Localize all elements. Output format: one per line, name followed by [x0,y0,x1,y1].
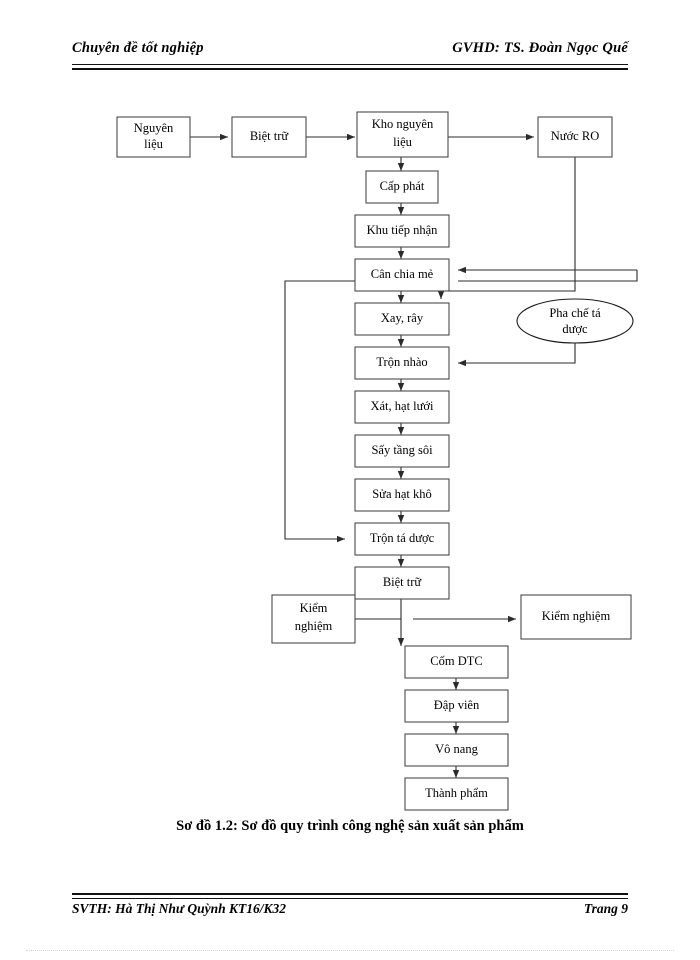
node-label: Trộn nhào [376,355,427,369]
node-label: Cốm DTC [430,654,482,668]
node-label: liệu [393,135,412,149]
header-divider [72,64,628,70]
node-tron-nhao[interactable]: Trộn nhào [354,346,450,380]
node-kiem-nghiem-right[interactable]: Kiểm nghiệm [520,594,632,640]
node-sua-hat-kho[interactable]: Sửa hạt khô [354,478,450,512]
node-label: Kiểm [300,601,328,615]
node-label: Sửa hạt khô [372,487,432,501]
node-label: Kho nguyên [372,117,434,131]
node-label: Cấp phát [380,179,425,193]
node-label: Biệt trữ [383,575,423,589]
footer-divider [72,893,628,899]
node-label: Kiểm nghiệm [542,609,611,623]
node-label: Nước RO [551,129,599,143]
process-flow-diagram: Nguyên liệu Biệt trữ Kho nguyên liệu Nướ… [0,95,700,815]
node-nuoc-ro[interactable]: Nước RO [537,116,613,158]
node-label: Pha chế tá [549,306,601,320]
node-com-dtc[interactable]: Cốm DTC [404,645,509,679]
node-label: Vô nang [435,742,478,756]
page-header: Chuyên đề tốt nghiệp GVHD: TS. Đoàn Ngọc… [72,40,628,70]
footer-page-number: Trang 9 [583,901,628,916]
node-thanh-pham[interactable]: Thành phẩm [404,777,509,811]
node-label: Nguyên [134,121,174,135]
node-can-chia-me[interactable]: Cân chia mẻ [354,258,450,292]
node-label: nghiệm [295,619,333,633]
node-label: Thành phẩm [425,786,488,800]
node-tron-ta-duoc[interactable]: Trộn tá dược [354,522,450,556]
node-label: Sấy tầng sôi [371,443,433,457]
page-footer: SVTH: Hà Thị Như Quỳnh KT16/K32 Trang 9 [72,901,628,925]
node-label: Trộn tá dược [370,531,435,545]
node-say-tang-soi[interactable]: Sấy tầng sôi [354,434,450,468]
node-kiem-nghiem-left[interactable]: Kiểm nghiệm [271,594,356,644]
node-xat-hat-luoi[interactable]: Xát, hạt lưới [354,390,450,424]
node-nguyen-lieu[interactable]: Nguyên liệu [116,116,191,158]
header-right-text: GVHD: TS. Đoàn Ngọc Quế [452,40,628,56]
node-kho-nguyen-lieu[interactable]: Kho nguyên liệu [356,111,449,158]
node-label: Khu tiếp nhận [367,223,439,237]
node-label: Biệt trữ [250,129,290,143]
node-label: liệu [144,137,163,151]
node-vo-nang[interactable]: Vô nang [404,733,509,767]
header-left-text: Chuyên đề tốt nghiệp [72,40,204,56]
bottom-dotted-line [26,950,674,952]
node-khu-tiep-nhan[interactable]: Khu tiếp nhận [354,214,450,248]
node-label: dược [562,322,588,336]
node-label: Xát, hạt lưới [370,399,434,413]
footer-left-text: SVTH: Hà Thị Như Quỳnh KT16/K32 [72,901,287,916]
node-label: Cân chia mẻ [371,267,434,281]
node-cap-phat[interactable]: Cấp phát [365,170,439,204]
node-pha-che-ta-duoc[interactable]: Pha chế tá dược [516,298,634,344]
node-biet-tru-top[interactable]: Biệt trữ [231,116,307,158]
node-label: Đập viên [434,698,480,712]
figure-caption: Sơ đồ 1.2: Sơ đồ quy trình công nghệ sản… [176,818,524,834]
node-dap-vien[interactable]: Đập viên [404,689,509,723]
node-xay-ray[interactable]: Xay, rây [354,302,450,336]
diagram-connectors [190,133,638,778]
node-biet-tru-bottom[interactable]: Biệt trữ [354,566,450,600]
node-label: Xay, rây [381,311,424,325]
